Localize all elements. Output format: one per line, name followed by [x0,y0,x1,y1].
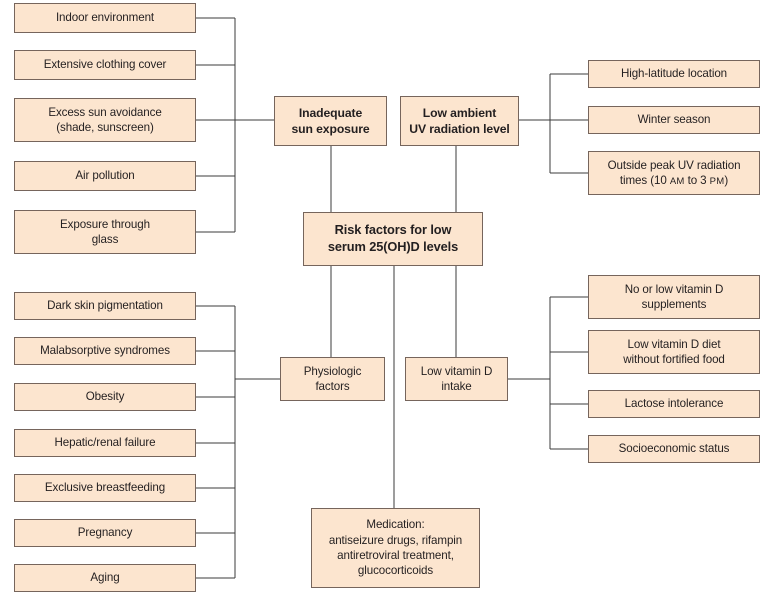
am-label: AM [669,175,685,187]
node-label-line1: Outside peak UV radiation [607,158,741,172]
node-label: Low vitamin D intake [420,364,493,393]
node-lactose-intolerance[interactable]: Lactose intolerance [588,390,760,418]
node-excess-sun-avoidance[interactable]: Excess sun avoidance (shade, sunscreen) [14,98,196,142]
node-aging[interactable]: Aging [14,564,196,592]
node-label: High-latitude location [620,67,728,81]
node-label-line2: times (10 AM to 3 PM) [619,173,729,187]
node-dark-skin-pigmentation[interactable]: Dark skin pigmentation [14,292,196,320]
node-outside-peak-uv-radiation-times[interactable]: Outside peak UV radiation times (10 AM t… [588,151,760,195]
node-inadequate-sun-exposure[interactable]: Inadequate sun exposure [274,96,387,146]
node-air-pollution[interactable]: Air pollution [14,161,196,191]
node-socioeconomic-status[interactable]: Socioeconomic status [588,435,760,463]
node-label: Winter season [637,113,711,127]
node-label: Risk factors for low serum 25(OH)D level… [327,222,459,254]
node-label: Air pollution [75,169,135,183]
node-label: Inadequate sun exposure [291,105,370,136]
node-label: Lactose intolerance [624,397,724,411]
node-label: Obesity [85,390,125,404]
node-label: Exclusive breastfeeding [44,481,166,495]
node-label: Medication: antiseizure drugs, rifampin … [328,518,463,578]
node-label: Excess sun avoidance (shade, sunscreen) [48,105,162,134]
node-label: Low vitamin D diet without fortified foo… [623,337,725,366]
node-obesity[interactable]: Obesity [14,383,196,411]
node-label: Socioeconomic status [618,442,730,456]
node-label: Pregnancy [77,526,133,540]
node-center-risk-factors[interactable]: Risk factors for low serum 25(OH)D level… [303,212,483,266]
node-label: Physiologic factors [303,364,362,393]
node-winter-season[interactable]: Winter season [588,106,760,134]
node-hepatic-renal-failure[interactable]: Hepatic/renal failure [14,429,196,457]
node-label: Extensive clothing cover [43,58,167,72]
node-label: Aging [90,571,120,585]
node-label: Hepatic/renal failure [54,436,156,450]
node-exposure-through-glass[interactable]: Exposure through glass [14,210,196,254]
node-label: Outside peak UV radiation times (10 AM t… [608,158,741,189]
node-indoor-environment[interactable]: Indoor environment [14,3,196,33]
node-label: Malabsorptive syndromes [40,344,170,358]
node-low-vitamin-d-diet[interactable]: Low vitamin D diet without fortified foo… [588,330,760,374]
node-label: Low ambient UV radiation level [409,105,510,136]
node-low-ambient-uv-radiation[interactable]: Low ambient UV radiation level [400,96,519,146]
node-physiologic-factors[interactable]: Physiologic factors [280,357,385,401]
node-low-vitamin-d-intake[interactable]: Low vitamin D intake [405,357,508,401]
node-label: Exposure through glass [60,217,150,246]
node-extensive-clothing-cover[interactable]: Extensive clothing cover [14,50,196,80]
node-exclusive-breastfeeding[interactable]: Exclusive breastfeeding [14,474,196,502]
node-high-latitude-location[interactable]: High-latitude location [588,60,760,88]
pm-label: PM [709,175,725,187]
node-label: No or low vitamin D supplements [624,282,724,311]
node-pregnancy[interactable]: Pregnancy [14,519,196,547]
node-no-or-low-vitamin-d-supplements[interactable]: No or low vitamin D supplements [588,275,760,319]
node-malabsorptive-syndromes[interactable]: Malabsorptive syndromes [14,337,196,365]
node-medication[interactable]: Medication: antiseizure drugs, rifampin … [311,508,480,588]
node-label: Indoor environment [55,11,155,25]
node-label: Dark skin pigmentation [47,299,163,313]
